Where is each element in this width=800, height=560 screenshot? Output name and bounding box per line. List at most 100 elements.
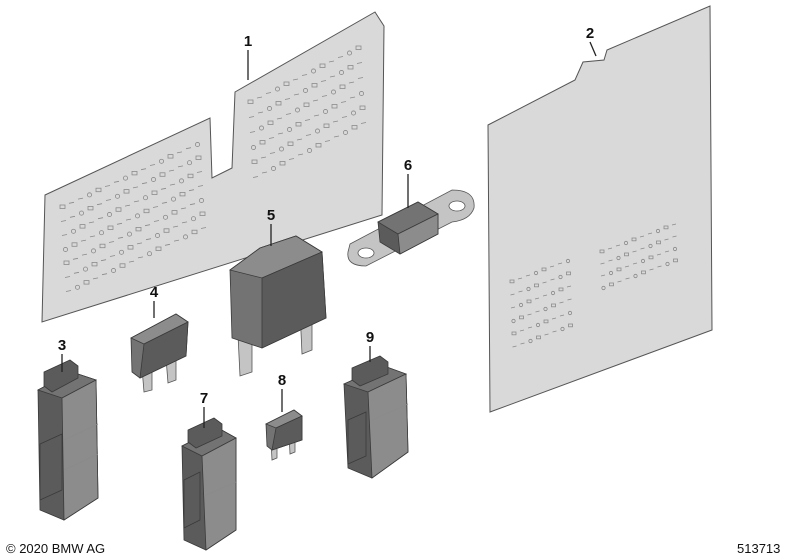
sheet-symbol — [624, 252, 629, 257]
sheet-symbol — [566, 271, 571, 276]
sheet-symbol — [292, 78, 299, 81]
callout-label-9[interactable]: 9 — [366, 329, 374, 346]
sheet-symbol — [535, 310, 540, 313]
sheet-symbol — [315, 143, 322, 148]
part-9-fuse-puller[interactable] — [342, 355, 409, 479]
sheet-symbol — [359, 91, 364, 96]
callout-label-3[interactable]: 3 — [58, 337, 66, 354]
part-1-sheet[interactable] — [41, 11, 385, 323]
sheet-symbol — [152, 206, 159, 208]
sheet-symbol — [525, 274, 531, 277]
sheet-symbol — [160, 187, 167, 190]
sheet-symbol — [108, 241, 115, 243]
part-4-standard-fuse[interactable] — [130, 313, 189, 393]
sheet-symbol — [128, 260, 135, 263]
sheet-symbol — [127, 245, 134, 250]
sheet-symbol — [109, 255, 116, 257]
part-5-maxi-fuse[interactable] — [229, 235, 327, 377]
sheet-symbol — [171, 196, 176, 202]
sheet-symbol — [267, 120, 274, 125]
sheet-symbol — [123, 175, 128, 181]
sheet-symbol — [557, 262, 563, 265]
sheet-symbol — [260, 156, 267, 159]
sheet-symbol — [550, 278, 555, 281]
sheet-symbol — [279, 161, 286, 166]
callout-label-4[interactable]: 4 — [150, 284, 159, 301]
callout-label-5[interactable]: 5 — [267, 207, 275, 224]
sheet-symbol — [115, 193, 120, 199]
part-6-mega-fuse[interactable] — [347, 189, 475, 267]
sheet-symbol — [303, 102, 310, 107]
sheet-symbol — [83, 280, 90, 285]
sheet-symbol — [526, 286, 531, 292]
sheet-symbol — [559, 301, 564, 304]
sheet-symbol — [271, 166, 276, 171]
sheet-symbol — [360, 122, 367, 124]
sheet-symbol — [283, 81, 290, 86]
sheet-symbol — [196, 171, 203, 173]
sheet-symbol — [189, 203, 196, 206]
sheet-symbol — [343, 130, 348, 135]
sheet-symbol — [279, 146, 284, 152]
sheet-symbol — [608, 270, 614, 276]
sheet-symbol — [124, 204, 131, 207]
sheet-symbol — [131, 170, 138, 176]
sheet-symbol — [551, 303, 556, 308]
sheet-symbol — [81, 253, 88, 256]
sheet-symbol — [616, 255, 621, 261]
sheet-symbol — [183, 234, 188, 240]
sheet-symbol — [526, 299, 532, 304]
sheet-symbol — [656, 240, 661, 245]
sheet-symbol — [656, 253, 662, 256]
sheet-symbol — [319, 63, 326, 68]
sheet-symbol — [251, 159, 258, 164]
sheet-symbol — [248, 116, 255, 118]
part-7-fuse-puller[interactable] — [181, 417, 237, 551]
sheet-symbol — [287, 127, 292, 132]
sheet-symbol — [155, 246, 162, 251]
sheet-symbol — [632, 250, 637, 253]
part-3-fuse-puller[interactable] — [36, 359, 99, 521]
callout-label-1[interactable]: 1 — [244, 33, 252, 50]
sheet-symbol — [277, 132, 284, 135]
sheet-symbol — [107, 212, 112, 217]
sheet-symbol — [331, 104, 338, 109]
sheet-symbol — [295, 107, 300, 113]
sheet-symbol — [172, 225, 179, 228]
sheet-symbol — [542, 294, 548, 297]
callout-label-6[interactable]: 6 — [404, 157, 412, 174]
sheet-symbol — [599, 249, 605, 254]
sheet-symbol — [534, 297, 540, 300]
sheet-symbol — [61, 234, 68, 236]
sheet-symbol — [558, 287, 564, 292]
sheet-symbol — [116, 222, 123, 225]
sheet-symbol — [287, 141, 294, 146]
sheet-symbol — [163, 214, 168, 220]
sheet-symbol — [135, 226, 142, 232]
sheet-symbol — [520, 342, 525, 345]
sheet-symbol — [600, 262, 605, 265]
callout-label-8[interactable]: 8 — [278, 372, 286, 389]
sheet-symbol — [329, 75, 336, 78]
bolt-hole-right — [448, 200, 466, 212]
callout-label-2[interactable]: 2 — [586, 25, 594, 42]
sheet-symbol — [339, 84, 346, 89]
sheet-symbol — [87, 192, 92, 198]
sheet-symbol — [542, 281, 547, 284]
callout-label-7[interactable]: 7 — [200, 390, 208, 407]
sheet-1-symbols — [59, 45, 367, 292]
part-8-mini-fuse[interactable] — [265, 409, 303, 461]
sheet-symbol — [91, 261, 98, 267]
sheet-symbol — [288, 158, 295, 160]
part-2-sheet[interactable] — [487, 5, 713, 413]
sheet-symbol — [625, 277, 630, 280]
sheet-symbol — [624, 265, 630, 268]
sheet-symbol — [63, 260, 70, 265]
sheet-symbol — [171, 210, 178, 215]
sheet-symbol — [333, 135, 340, 138]
sheet-symbol — [315, 128, 320, 134]
sheet-symbol — [528, 338, 533, 344]
sheet-symbol — [107, 225, 114, 230]
sheet-symbol — [633, 273, 638, 279]
sheet-symbol — [328, 60, 335, 63]
